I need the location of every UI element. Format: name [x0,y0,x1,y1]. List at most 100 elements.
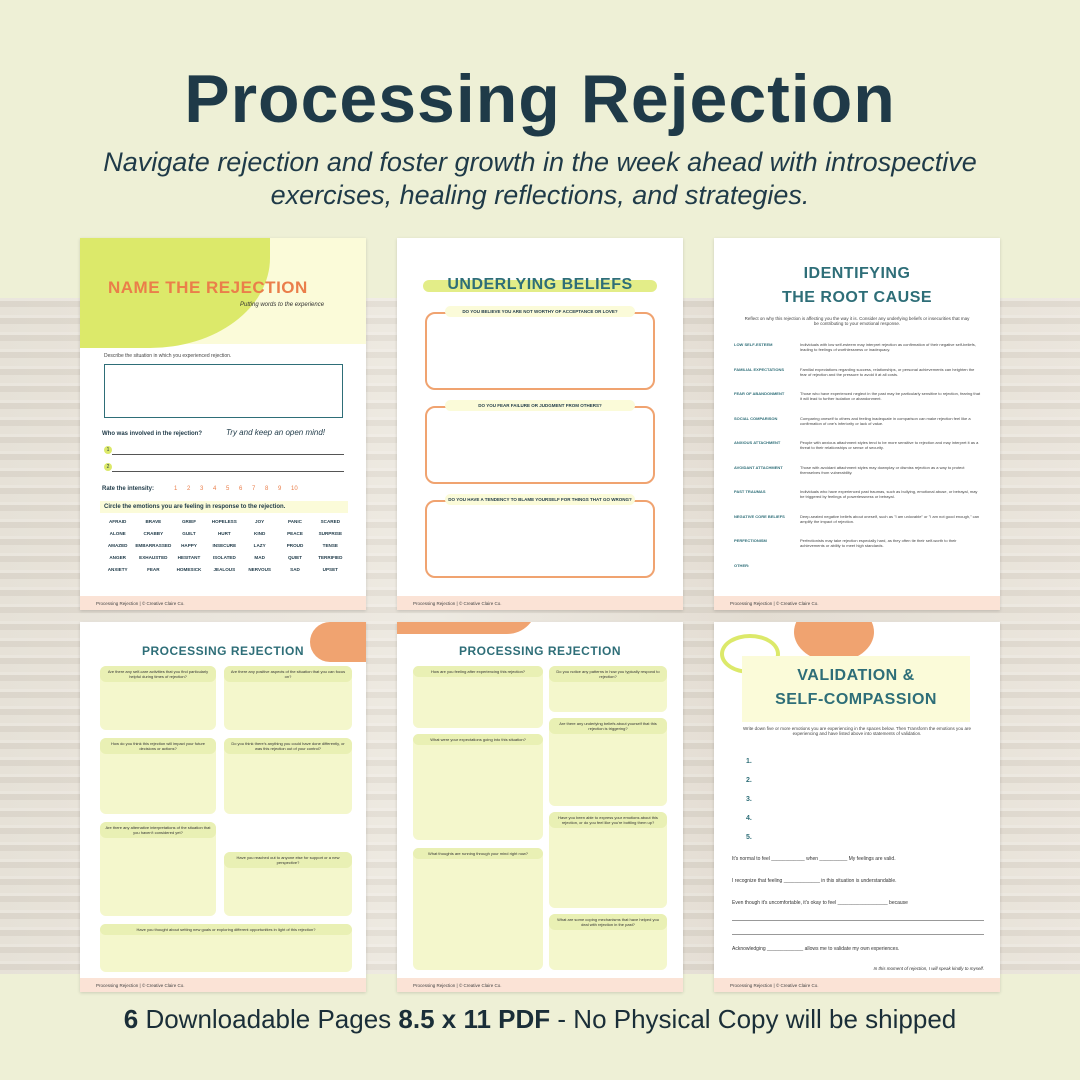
emotion-word: ALONE [109,531,126,536]
emotion-word: MAD [254,555,265,560]
question-box: Have you reached out to anyone else for … [224,852,352,916]
emotion-word: HOPELESS [211,519,237,524]
footer-caption: 6 Downloadable Pages 8.5 x 11 PDF - No P… [0,1004,1080,1035]
emotion-word: PEACE [287,531,303,536]
root-cause-label: OTHER: [734,562,750,568]
statement-text: allows me to validate my own experiences… [804,946,900,952]
page6-intro: Write down five or more emotions you are… [743,726,971,736]
root-cause-description: Individuals with low self-esteem may int… [800,342,976,352]
question-box: What thoughts are running through your m… [413,848,543,970]
question-text: What were your expectations going into t… [413,734,543,745]
page-footer: Processing Rejection | © Creative Claire… [397,978,683,992]
question-text: Are there any self-care activities that … [100,666,216,682]
statement-text: Acknowledging [732,946,766,952]
answer-line [732,920,984,921]
emotion-word: FEAR [147,567,160,572]
question-tag: DO YOU FEAR FAILURE OR JUDGMENT FROM OTH… [445,400,635,411]
root-cause-label: LOW SELF-ESTEEM [734,342,773,347]
statement-text: in this situation is understandable. [821,878,897,884]
preview-page-processing-part-one: PROCESSING REJECTION Are there any self-… [80,622,366,992]
emotion-word: ANGER [109,555,126,560]
question-box: How do you think this rejection will imp… [100,738,216,814]
root-cause-description: Deep-seated negative beliefs about onese… [800,513,980,524]
page3-heading-line1: IDENTIFYING [803,265,911,282]
page4-heading: PROCESSING REJECTION [141,644,305,658]
emotion-word: ISOLATED [212,555,236,560]
emotion-word: AFRAID [108,519,127,524]
emotion-word: SURPRISE [318,531,343,536]
emotion-word: GRIEF [181,519,197,524]
emotion-word: EMBARRASSED [135,543,172,548]
preview-page-root-cause: IDENTIFYING THE ROOT CAUSE Reflect on wh… [714,238,1000,610]
question-text: Are there any positive aspects of the si… [224,666,352,682]
page-size: 8.5 x 11 PDF [398,1004,551,1034]
emotion-word: HESITANT [177,555,201,560]
emotion-word: TENSE [322,543,338,548]
page1-circle-prompt: Circle the emotions you are feeling in r… [100,501,348,513]
root-cause-label: FAMILIAL EXPECTATIONS [734,366,785,372]
emotion-word: HOMESICK [176,567,202,572]
emotion-word: LAZY [253,543,266,548]
page1-intensity-scale: 1 2 3 4 5 6 7 8 9 10 [174,486,298,492]
emotion-word: HAPPY [181,543,197,548]
emotion-word: QUIET [287,555,303,560]
validation-statement: It's normal to feel ____________ when __… [732,856,896,862]
question-text: Are there any alternative interpretation… [100,822,216,838]
root-cause-label: FEAR OF ABANDONMENT [734,391,785,396]
page3-heading-line2: THE ROOT CAUSE [781,289,933,306]
emotion-word: SAD [290,567,300,572]
root-cause-label: ANXIOUS ATTACHMENT [734,440,781,445]
emotion-word: PROUD [286,543,304,548]
question-text: Have you thought about setting new goals… [100,924,352,935]
list-number: 2. [746,777,752,784]
page-footer: Processing Rejection | © Creative Claire… [714,978,1000,992]
page5-heading: PROCESSING REJECTION [458,644,622,658]
root-cause-row: OTHER: [734,563,982,568]
page1-handwritten-note: Try and keep an open mind! [226,428,326,437]
answer-line [112,454,344,455]
preview-page-validation: VALIDATION & SELF-COMPASSION Write down … [714,622,1000,992]
handwritten-note: In this moment of rejection, I will spea… [873,966,984,971]
emotion-word: NERVOUS [248,567,271,572]
question-box: Do you notice any patterns in how you ty… [549,666,667,712]
emotion-word: CRABBY [143,531,164,536]
question-box: Have you been able to express your emoti… [549,812,667,908]
validation-statement: I recognize that feeling _____________ i… [732,878,897,884]
page3-intro: Reflect on why this rejection is affecti… [744,316,970,326]
emotion-word: JEALOUS [213,567,236,572]
answer-card [425,312,655,390]
list-number: 4. [746,815,752,822]
decorative-blob [310,622,366,662]
page6-heading: VALIDATION & SELF-COMPASSION [742,664,970,712]
page2-heading: UNDERLYING BELIEFS [447,276,633,293]
number-badge-1: 1 [104,446,112,454]
question-tag: DO YOU BELIEVE YOU ARE NOT WORTHY OF ACC… [445,306,635,317]
page-count: 6 [123,1004,139,1034]
page-footer: Processing Rejection | © Creative Claire… [714,596,1000,610]
question-text: Are there any underlying beliefs about y… [549,718,667,734]
validation-statement: Even though it's uncomfortable, it's oka… [732,900,908,906]
preview-page-processing-part-two: PROCESSING REJECTION How are you feeling… [397,622,683,992]
root-cause-label: NEGATIVE CORE BELIEFS [734,513,785,519]
question-text: Have you reached out to anyone else for … [224,852,352,868]
statement-text: My feelings are valid. [848,856,896,862]
question-box: Have you thought about setting new goals… [100,924,352,972]
statement-text: I recognize that feeling [732,878,783,884]
answer-line [112,471,344,472]
emotion-word: UPSET [322,567,338,572]
root-cause-description: People with anxious attachment styles te… [800,440,979,450]
emotion-word: EXHAUSTED [139,555,168,560]
page1-rate-label: Rate the intensity: [102,486,155,492]
emotion-word: BRAVE [145,519,162,524]
question-text: What are some coping mechanisms that hav… [549,914,667,930]
decorative-blob [397,622,537,634]
emotion-word: SCARED [320,519,341,524]
root-cause-row: ANXIOUS ATTACHMENT People with anxious at… [734,440,982,450]
answer-card [425,406,655,484]
question-text: Do you notice any patterns in how you ty… [549,666,667,682]
emotion-word: GUILT [182,531,196,536]
